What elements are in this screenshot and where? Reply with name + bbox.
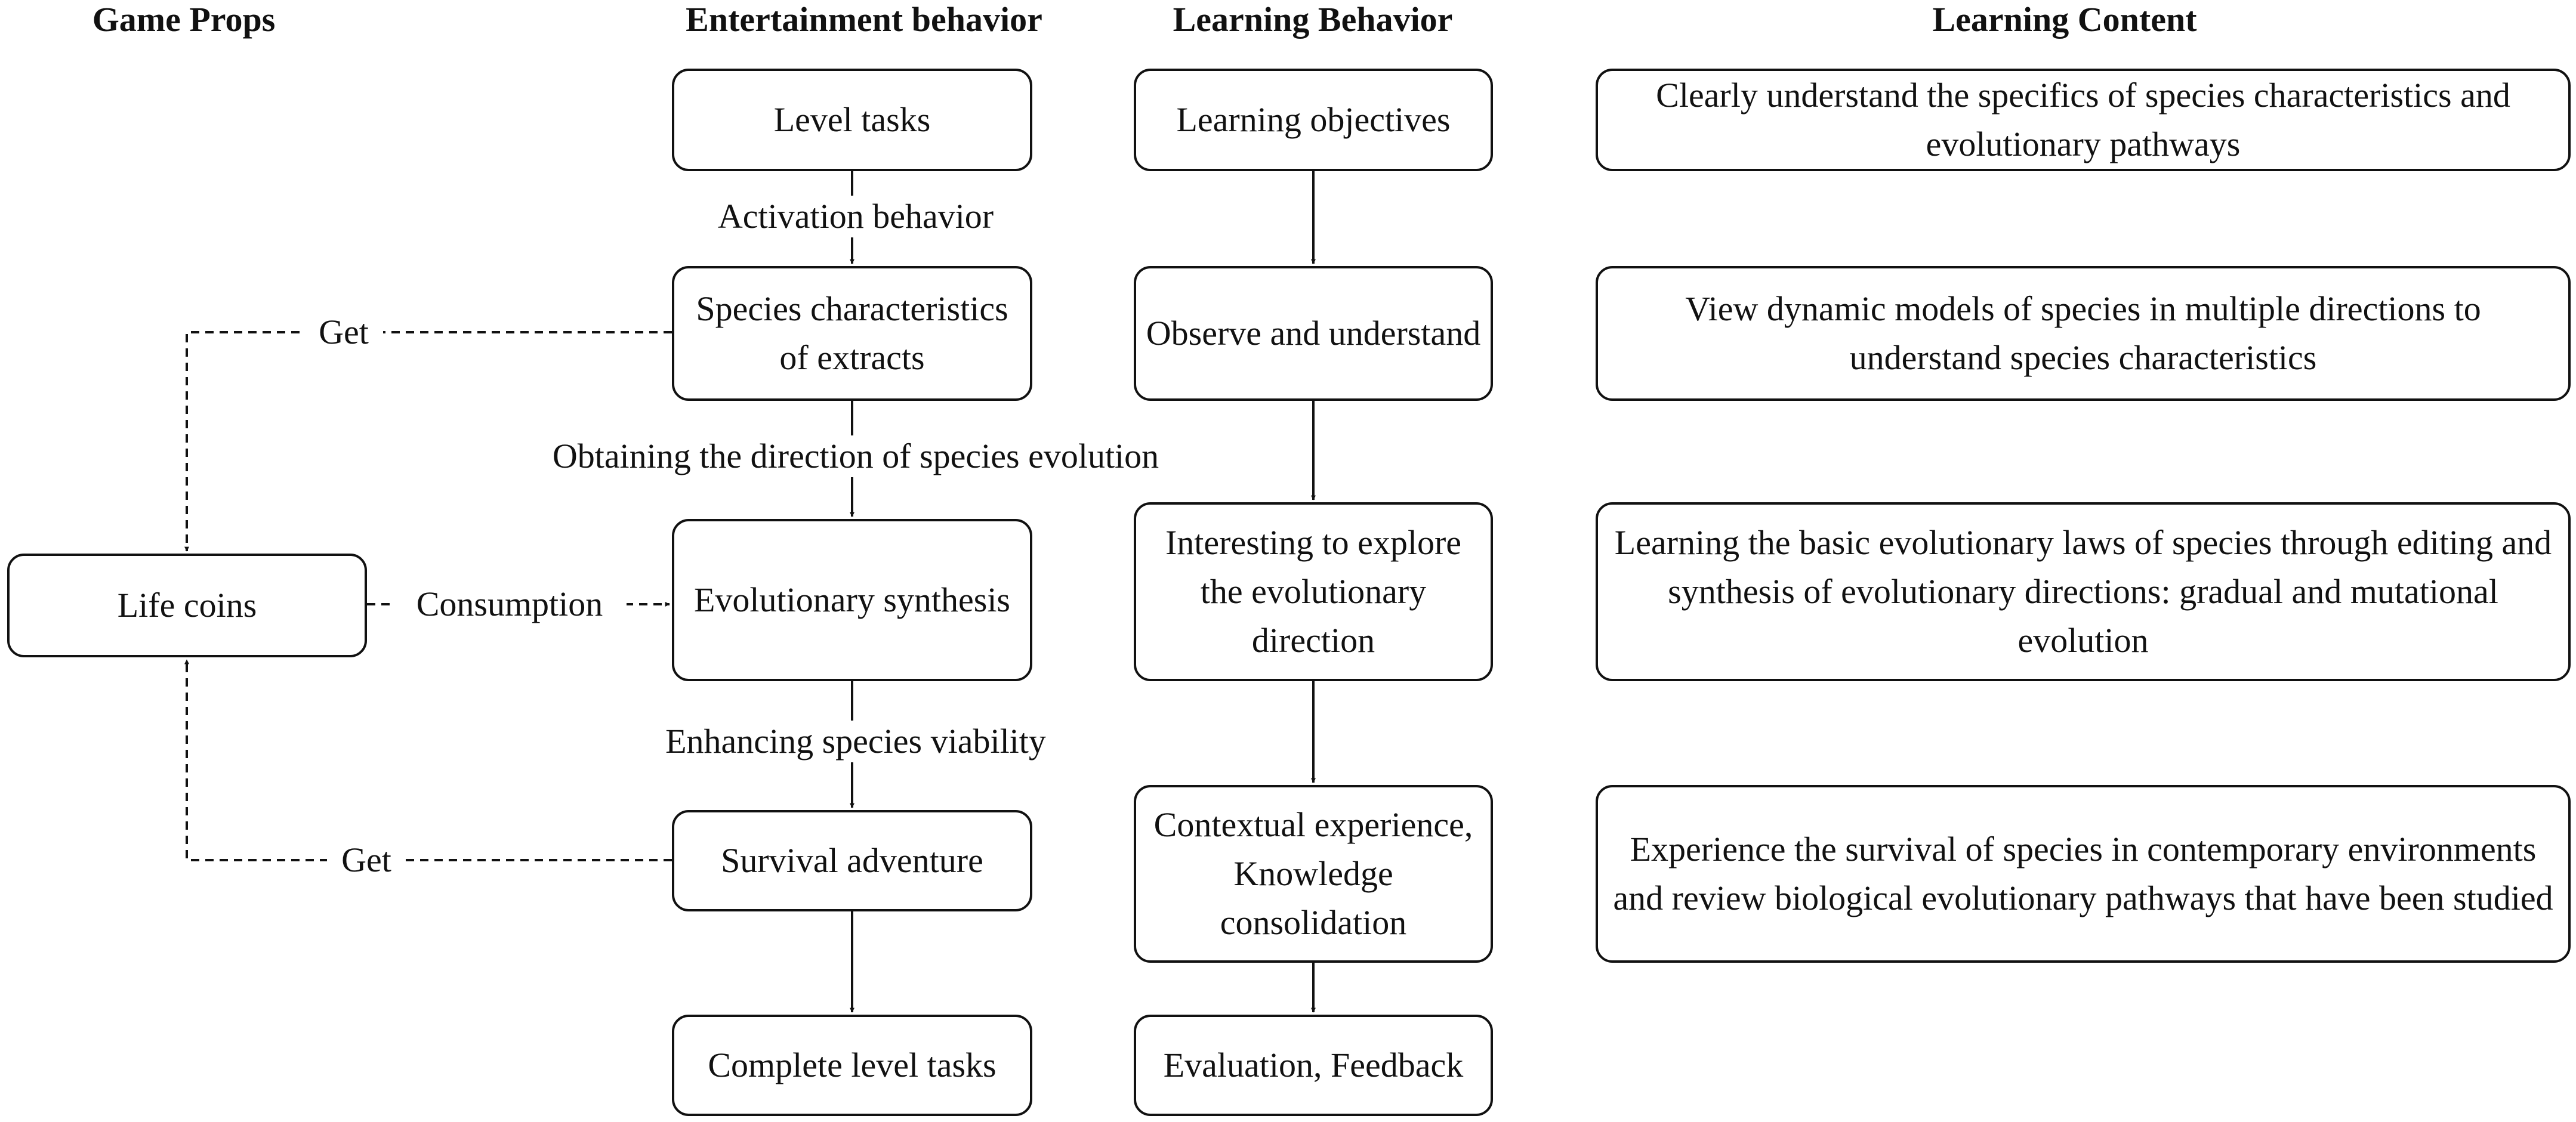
observe-understand-box: Observe and understand [1134,266,1493,401]
label-direction-of-evolution: Obtaining the direction of species evolu… [488,435,1223,477]
content-box-3: Learning the basic evolutionary laws of … [1596,502,2571,681]
arrow-get-top [184,331,672,552]
contextual-experience-box: Contextual experience, Knowledge consoli… [1134,785,1493,963]
label-get-bottom: Get [327,843,406,877]
header-game-props: Game Props [92,0,276,39]
arrow-get-bottom [184,659,672,861]
label-consumption: Consumption [393,583,627,625]
content-box-4: Experience the survival of species in co… [1596,785,2571,963]
survival-adventure-box: Survival adventure [672,810,1032,911]
content-box-2: View dynamic models of species in multip… [1596,266,2571,401]
explore-direction-box: Interesting to explore the evolutionary … [1134,502,1493,681]
label-enhancing-viability: Enhancing species viability [613,721,1098,762]
content-box-1: Clearly understand the specifics of spec… [1596,69,2571,171]
complete-level-tasks-box: Complete level tasks [672,1015,1032,1116]
label-get-top: Get [304,315,383,350]
header-entertainment-behavior: Entertainment behavior [686,0,1042,39]
level-tasks-box: Level tasks [672,69,1032,171]
label-activation-behavior: Activation behavior [673,196,1038,237]
evolutionary-synthesis-box: Evolutionary synthesis [672,519,1032,681]
evaluation-feedback-box: Evaluation, Feedback [1134,1015,1493,1116]
learning-objectives-box: Learning objectives [1134,69,1493,171]
header-learning-behavior: Learning Behavior [1173,0,1453,39]
life-coins-box: Life coins [7,554,367,657]
species-extracts-box: Species characteristics of extracts [672,266,1032,401]
header-learning-content: Learning Content [1932,0,2197,39]
